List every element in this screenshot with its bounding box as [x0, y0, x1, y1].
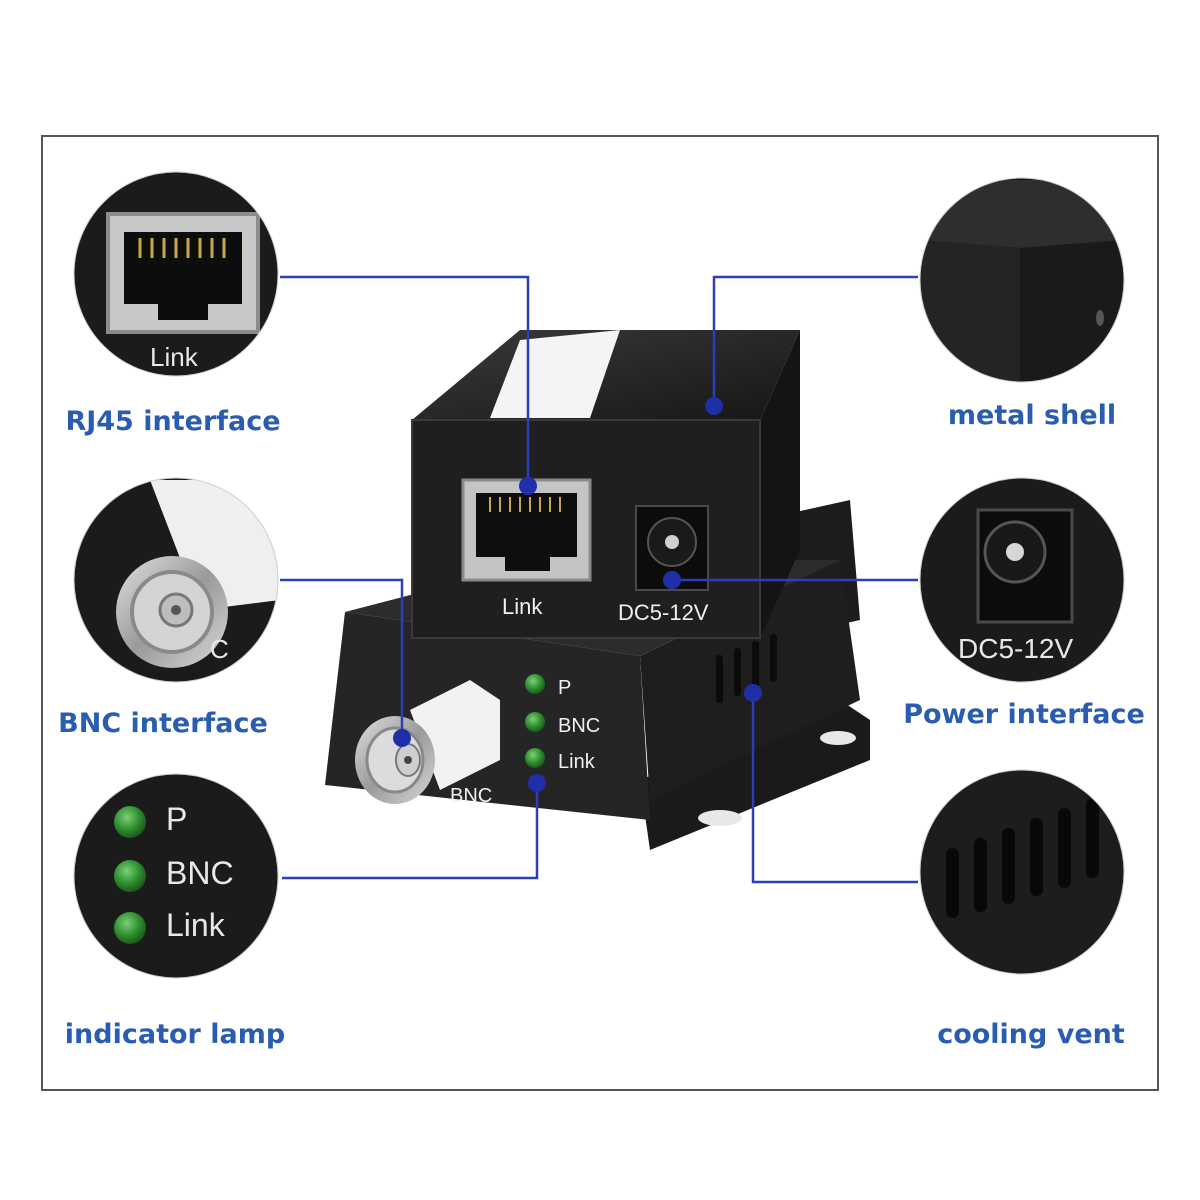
power-closeup-label: DC5-12V — [958, 633, 1073, 664]
device-led-link — [525, 748, 545, 768]
product-sticker — [490, 330, 620, 418]
rj45-closeup — [74, 172, 278, 376]
bnc-leader-dot — [393, 729, 411, 747]
device-led-bnc — [525, 712, 545, 732]
indicator-leader-line — [282, 783, 539, 880]
metal-shell-caption: metal shell — [948, 400, 1116, 431]
callout-lines — [280, 275, 918, 884]
cooling-leader-line — [751, 693, 918, 884]
bnc-caption: BNC interface — [58, 708, 268, 739]
mount-slot — [698, 810, 742, 826]
cooling-vent-closeup-border — [919, 769, 1125, 975]
device-dc-jack — [635, 505, 709, 591]
rj45-leader-line — [280, 275, 530, 486]
mount-slot — [820, 731, 856, 745]
mount-flange — [640, 700, 870, 850]
power-closeup — [920, 478, 1124, 682]
cooling-slots — [716, 634, 777, 703]
device-rj45-label: Link — [502, 594, 543, 619]
bnc-closeup-label: C — [210, 634, 229, 664]
metal-shell-leader-dot — [705, 397, 723, 415]
power-leader-dot — [663, 571, 681, 589]
device-bnc-label: BNC — [450, 785, 492, 807]
rj45-closeup-label: Link — [150, 342, 199, 372]
indicator-label-p: P — [166, 801, 187, 837]
device-rj45-port — [461, 478, 592, 582]
device-led-label-link: Link — [558, 751, 596, 773]
device-led-label-p: P — [558, 677, 571, 699]
indicator-closeup-border — [73, 773, 279, 979]
diagram-frame — [41, 135, 1159, 1091]
rj45-leader-dot — [519, 477, 537, 495]
device-photo: BNC P BNC Link Link — [325, 330, 870, 850]
bottom-unit-side — [640, 560, 860, 800]
device-bnc-connector — [355, 680, 500, 804]
bnc-leader-line — [280, 578, 404, 738]
rj45-closeup-border — [73, 171, 279, 377]
bnc-closeup-border — [73, 477, 279, 683]
indicator-label-link: Link — [166, 907, 226, 943]
device-led-p — [525, 674, 545, 694]
metal-shell-closeup-border — [919, 177, 1125, 383]
indicator-caption: indicator lamp — [65, 1019, 285, 1050]
power-closeup-border — [919, 477, 1125, 683]
power-caption: Power interface — [903, 699, 1145, 730]
cooling-vent-closeup — [920, 770, 1124, 974]
metal-shell-leader-line — [712, 275, 918, 406]
device-power-label: DC5-12V — [618, 600, 709, 625]
device-led-label-bnc: BNC — [558, 715, 600, 737]
metal-shell-closeup — [920, 178, 1124, 382]
bnc-closeup — [74, 478, 278, 682]
cooling-caption: cooling vent — [937, 1019, 1125, 1050]
cooling-leader-dot — [744, 684, 762, 702]
indicator-leader-dot — [528, 774, 546, 792]
indicator-label-bnc: BNC — [166, 855, 234, 891]
top-unit-side — [760, 330, 800, 638]
indicator-closeup — [74, 774, 278, 978]
rj45-caption: RJ45 interface — [65, 406, 280, 437]
callout-dots — [393, 397, 762, 792]
